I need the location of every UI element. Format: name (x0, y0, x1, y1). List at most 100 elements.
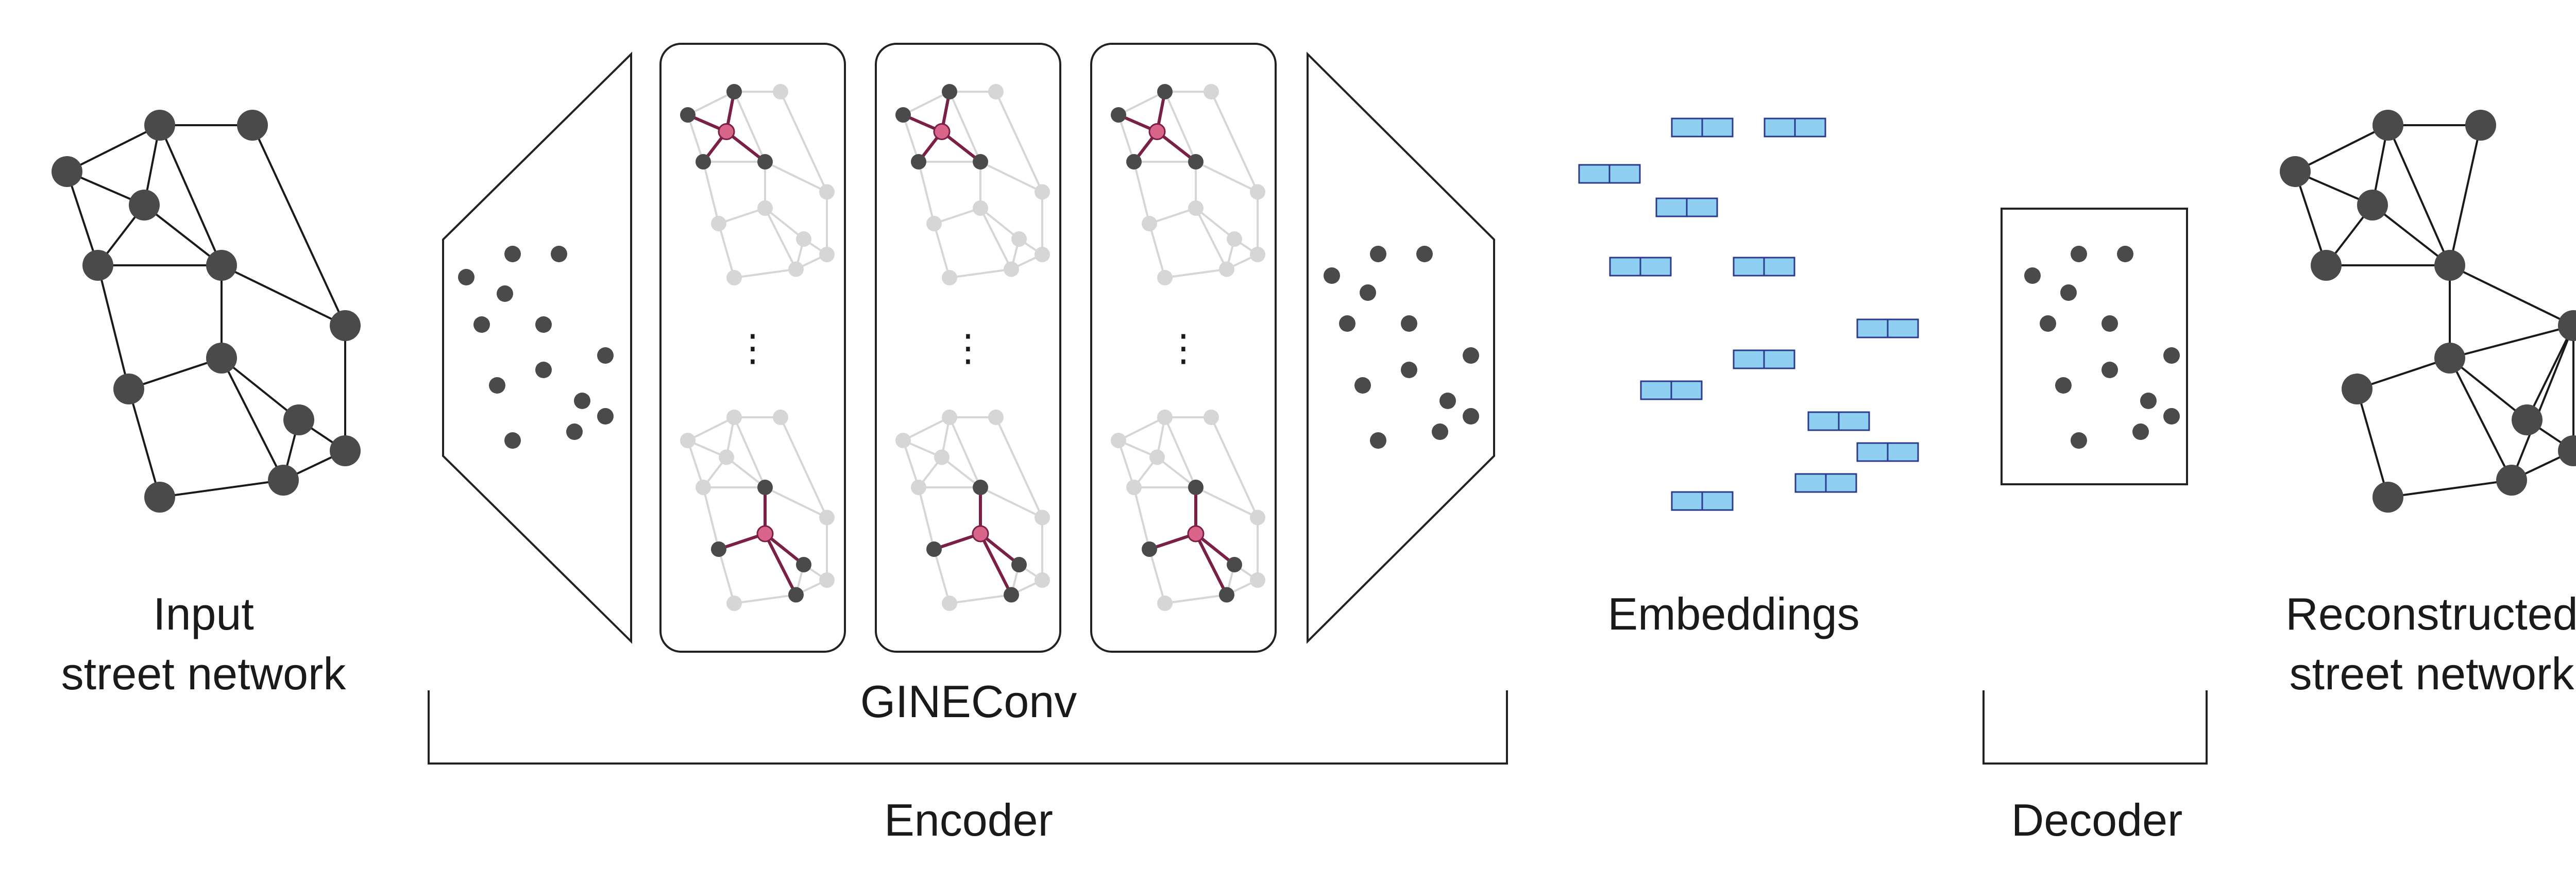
faded-edge (1118, 91, 1165, 116)
street-node (2496, 465, 2527, 496)
neighbor-node (726, 84, 742, 99)
faded-edge (902, 114, 920, 162)
neighbor-node (1188, 154, 1204, 169)
target-node (1148, 123, 1166, 140)
embedding-vector (1640, 380, 1703, 400)
street-node (129, 190, 160, 220)
faded-edge (702, 487, 720, 550)
encoder-bracket (428, 690, 1508, 765)
faded-node (1250, 510, 1265, 525)
faded-edge (1148, 223, 1166, 278)
target-node (718, 123, 735, 140)
decoder-box (2001, 208, 2188, 485)
faded-node (819, 572, 835, 588)
faded-node (711, 216, 726, 231)
embedding-vector (1671, 117, 1734, 138)
faded-node (942, 270, 957, 285)
faded-node (796, 231, 811, 247)
embedding-vector (1609, 257, 1672, 277)
embedding-vector (1655, 197, 1718, 217)
faded-node (1126, 480, 1142, 495)
target-node (1187, 525, 1205, 542)
faded-edge (979, 207, 1020, 240)
faded-edge (1133, 487, 1150, 550)
faded-node (895, 433, 911, 448)
neighbor-node (711, 541, 726, 557)
feature-dot (504, 246, 521, 262)
street-edge (159, 125, 223, 266)
mini-graph (895, 84, 1050, 285)
feature-dot (2024, 267, 2041, 284)
encoder-label: Encoder (884, 794, 1053, 845)
faded-edge (779, 417, 828, 518)
faded-node (942, 410, 957, 425)
street-edge (2295, 124, 2388, 173)
faded-node (1157, 270, 1173, 285)
faded-node (1035, 247, 1050, 262)
faded-node (719, 449, 734, 465)
street-node (2342, 374, 2372, 404)
street-node (2357, 190, 2388, 220)
faded-node (726, 270, 742, 285)
faded-edge (702, 161, 720, 224)
faded-node (988, 84, 1004, 99)
faded-edge (1164, 268, 1227, 279)
feature-dot (2102, 362, 2118, 378)
faded-edge (941, 456, 981, 488)
embedding-vector (1856, 442, 1919, 462)
faded-edge (1164, 593, 1227, 604)
feature-dot (2055, 377, 2072, 394)
feature-dot (2132, 423, 2149, 440)
faded-edge (933, 549, 951, 604)
street-edge (221, 264, 346, 327)
faded-node (1250, 184, 1265, 200)
street-node (206, 343, 237, 374)
street-node (268, 465, 299, 496)
neighbor-node (1111, 107, 1126, 123)
faded-edge (934, 207, 981, 225)
faded-node (819, 247, 835, 262)
feature-dot (1401, 362, 1417, 378)
faded-node (1204, 410, 1219, 425)
feature-dot (535, 362, 552, 378)
feature-dot (2163, 347, 2180, 364)
gineconv-panel-1 (659, 43, 846, 653)
feature-dot (551, 246, 567, 262)
faded-node (1035, 510, 1050, 525)
faded-edge (949, 268, 1012, 279)
faded-edge (933, 223, 951, 278)
street-node (330, 310, 361, 341)
neighbor-node (1011, 557, 1027, 572)
faded-edge (1164, 91, 1197, 162)
gineconv-panel-2 (875, 43, 1061, 653)
faded-node (1035, 572, 1050, 588)
street-node (2311, 250, 2342, 281)
faded-edge (1117, 114, 1135, 162)
feature-dot (1463, 408, 1479, 425)
faded-edge (734, 593, 796, 604)
neighbor-node (1142, 541, 1157, 557)
street-edge (143, 204, 223, 266)
message-edge (979, 533, 1013, 596)
faded-edge (687, 440, 704, 488)
ellipsis-3: ⋮ (1165, 328, 1202, 369)
embeddings-label: Embeddings (1607, 588, 1859, 639)
street-edge (66, 124, 160, 173)
street-node (2280, 156, 2311, 187)
ellipsis-2: ⋮ (950, 328, 987, 369)
street-node (144, 482, 175, 513)
neighbor-node (942, 84, 957, 99)
feature-dot (2140, 393, 2157, 409)
neighbor-node (973, 480, 988, 495)
encoder-input-trapezoid (442, 52, 632, 644)
message-edge (1194, 533, 1228, 596)
faded-edge (918, 161, 935, 224)
street-edge (97, 265, 130, 389)
faded-edge (902, 440, 920, 488)
faded-edge (949, 593, 1012, 604)
faded-edge (733, 91, 766, 162)
input-label-line1: Input (153, 588, 254, 639)
feature-dot (2117, 246, 2133, 262)
street-node (2434, 250, 2465, 281)
mini-graph (1111, 410, 1265, 611)
